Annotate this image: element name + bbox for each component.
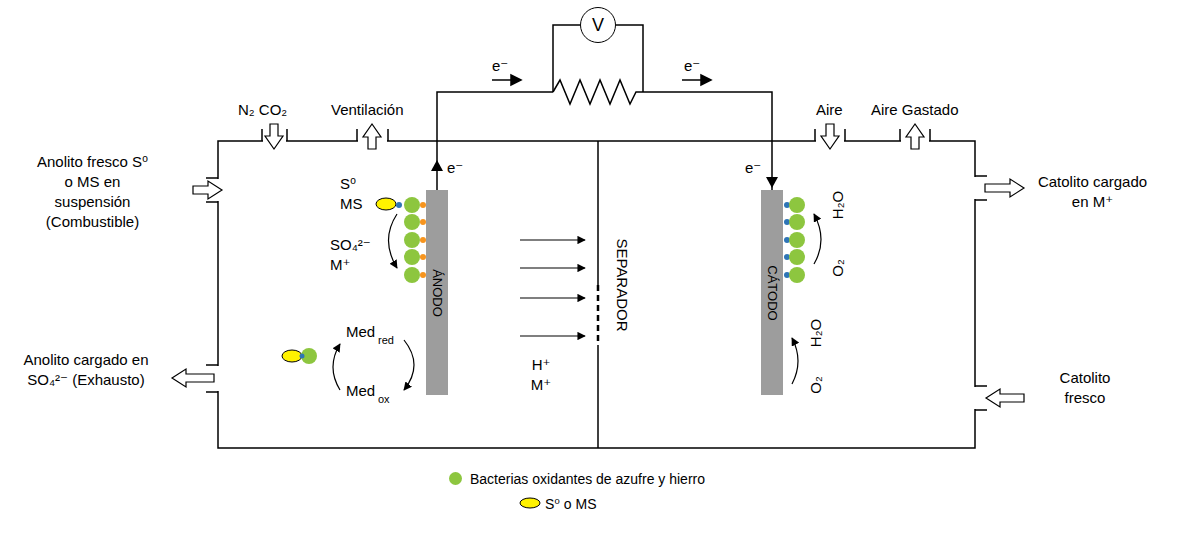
electrode-name: CÁTODO <box>766 265 779 320</box>
mediator-label: Med <box>346 381 375 401</box>
anolyte-outlet-label: Anolito cargado en SO₄²⁻ (Exhausto) <box>22 350 150 390</box>
legend-text: S⁰ o MS <box>545 494 597 514</box>
anode-electrode: ÁNODO <box>426 190 448 395</box>
fuel-label: S⁰ MS <box>340 174 372 214</box>
legend-swatch <box>449 472 462 485</box>
air-inlet-label: Aire <box>816 100 843 120</box>
air-outlet-label: Aire Gastado <box>871 100 959 120</box>
electron-label: e⁻ <box>492 56 508 76</box>
oxygen-label: O₂ <box>808 376 824 394</box>
electrode-name: ÁNODO <box>431 269 444 317</box>
electron-label: e⁻ <box>684 56 700 76</box>
catholyte-inlet-label: Catolito fresco <box>1045 368 1125 408</box>
circuit-wire <box>437 92 772 190</box>
particle-sample <box>520 498 540 508</box>
cathode-electrode: CÁTODO <box>761 190 783 395</box>
mediator-subscript: red <box>378 333 394 347</box>
catholyte-outlet-label: Catolito cargado en M⁺ <box>1030 172 1155 212</box>
oxygen-label: O₂ <box>830 259 846 277</box>
legend-text: Bacterias oxidantes de azufre y hierro <box>470 469 705 489</box>
mediator-subscript: ox <box>378 392 390 406</box>
water-label: H₂O <box>830 191 846 219</box>
water-label: H₂O <box>808 319 824 347</box>
ion-label: H⁺ M⁺ <box>526 355 556 395</box>
electron-label: e⁻ <box>745 158 761 178</box>
voltmeter-circle: V <box>580 7 616 43</box>
product-label: SO₄²⁻ M⁺ <box>330 235 378 275</box>
vent-label: Ventilación <box>331 100 404 120</box>
mediator-label: Med <box>346 322 375 342</box>
anolyte-inlet-label: Anolito fresco S⁰ o MS en suspensión (Co… <box>35 152 150 232</box>
electron-label: e⁻ <box>447 158 463 178</box>
gas-inlet-label: N₂ CO₂ <box>238 100 287 120</box>
separator-label: SEPARADOR <box>614 238 630 331</box>
meter-letter: V <box>592 16 604 34</box>
